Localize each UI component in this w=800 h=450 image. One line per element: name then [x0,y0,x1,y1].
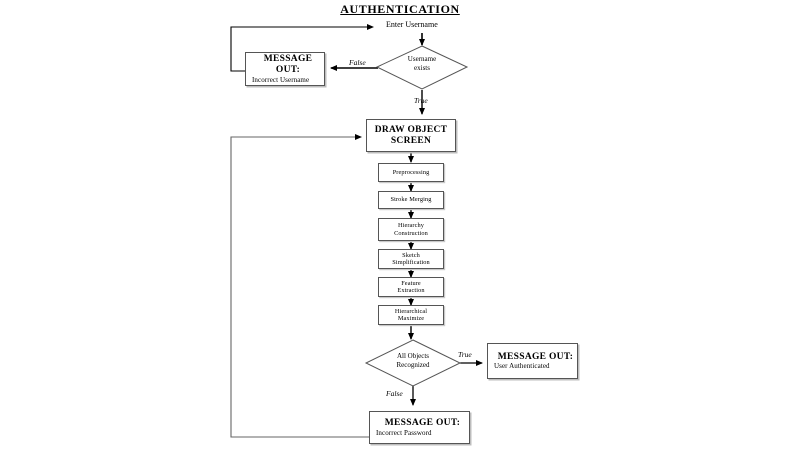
page-title: AUTHENTICATION [340,2,460,16]
step-feature-extraction: Feature Extraction [378,277,444,297]
draw-object-screen-line1: DRAW OBJECT [374,124,448,135]
decision-username-exists: Username exists [377,55,467,73]
message-incorrect-username-body: Incorrect Username [252,75,310,84]
draw-object-screen-box: DRAW OBJECT SCREEN [366,119,456,152]
step-preprocessing-line1: Preprocessing [392,168,430,176]
step-sketch-simplification-line2: Simplification [392,259,430,266]
step-hierarchical-maximize-line1: Hierarchical [394,307,428,315]
edge-label-recognized-true: True [458,350,472,359]
draw-object-screen-line2: SCREEN [390,135,432,146]
message-incorrect-username-header: MESSAGE OUT: [263,54,313,75]
decision-username-exists-line1: Username [407,55,437,63]
message-incorrect-username-inner: MESSAGE OUT: Incorrect Username [246,54,324,84]
decision-all-objects-recognized: All Objects Recognized [366,352,460,370]
step-hierarchy-construction: Hierarchy Construction [378,218,444,241]
decision-all-objects-recognized-line2: Recognized [396,360,430,369]
step-stroke-merging-line1: Stroke Merging [390,196,432,204]
step-hierarchical-maximize: Hierarchical Maximize [378,305,444,325]
message-box-incorrect-username: MESSAGE OUT: Incorrect Username [245,52,325,86]
step-hierarchical-maximize-line2: Maximize [397,315,425,322]
step-hierarchy-construction-line2: Construction [394,229,428,237]
message-box-user-authenticated: MESSAGE OUT: User Authenticated [487,343,578,379]
message-box-incorrect-password: MESSAGE OUT: Incorrect Password [369,411,470,444]
step-feature-extraction-line2: Extraction [397,287,425,294]
message-incorrect-password-body: Incorrect Password [376,428,432,437]
start-label-enter-username: Enter Username [386,20,438,29]
step-stroke-merging: Stroke Merging [378,191,444,209]
step-sketch-simplification-line1: Sketch [402,251,420,259]
edge-label-recognized-false: False [386,389,403,398]
message-user-authenticated-header: MESSAGE OUT: [497,351,574,362]
decision-all-objects-recognized-line1: All Objects [396,352,430,360]
edge-incorrect-password-loop [230,134,369,438]
message-incorrect-password-header: MESSAGE OUT: [384,418,461,429]
step-feature-extraction-line1: Feature [401,279,421,287]
edge-incorrect-username-loop [230,24,374,72]
decision-username-exists-line2: exists [414,63,430,72]
step-preprocessing: Preprocessing [378,163,444,182]
step-sketch-simplification: Sketch Simplification [378,249,444,269]
message-user-authenticated-body: User Authenticated [494,362,550,371]
edge-label-username-false: False [349,58,366,67]
decision-username-exists-shape [375,45,469,90]
step-hierarchy-construction-line1: Hierarchy [397,222,425,230]
message-incorrect-password-inner: MESSAGE OUT: Incorrect Password [370,418,469,437]
edge-label-username-true: True [414,96,428,105]
decision-all-objects-recognized-shape [364,339,462,387]
message-user-authenticated-inner: MESSAGE OUT: User Authenticated [488,352,577,371]
